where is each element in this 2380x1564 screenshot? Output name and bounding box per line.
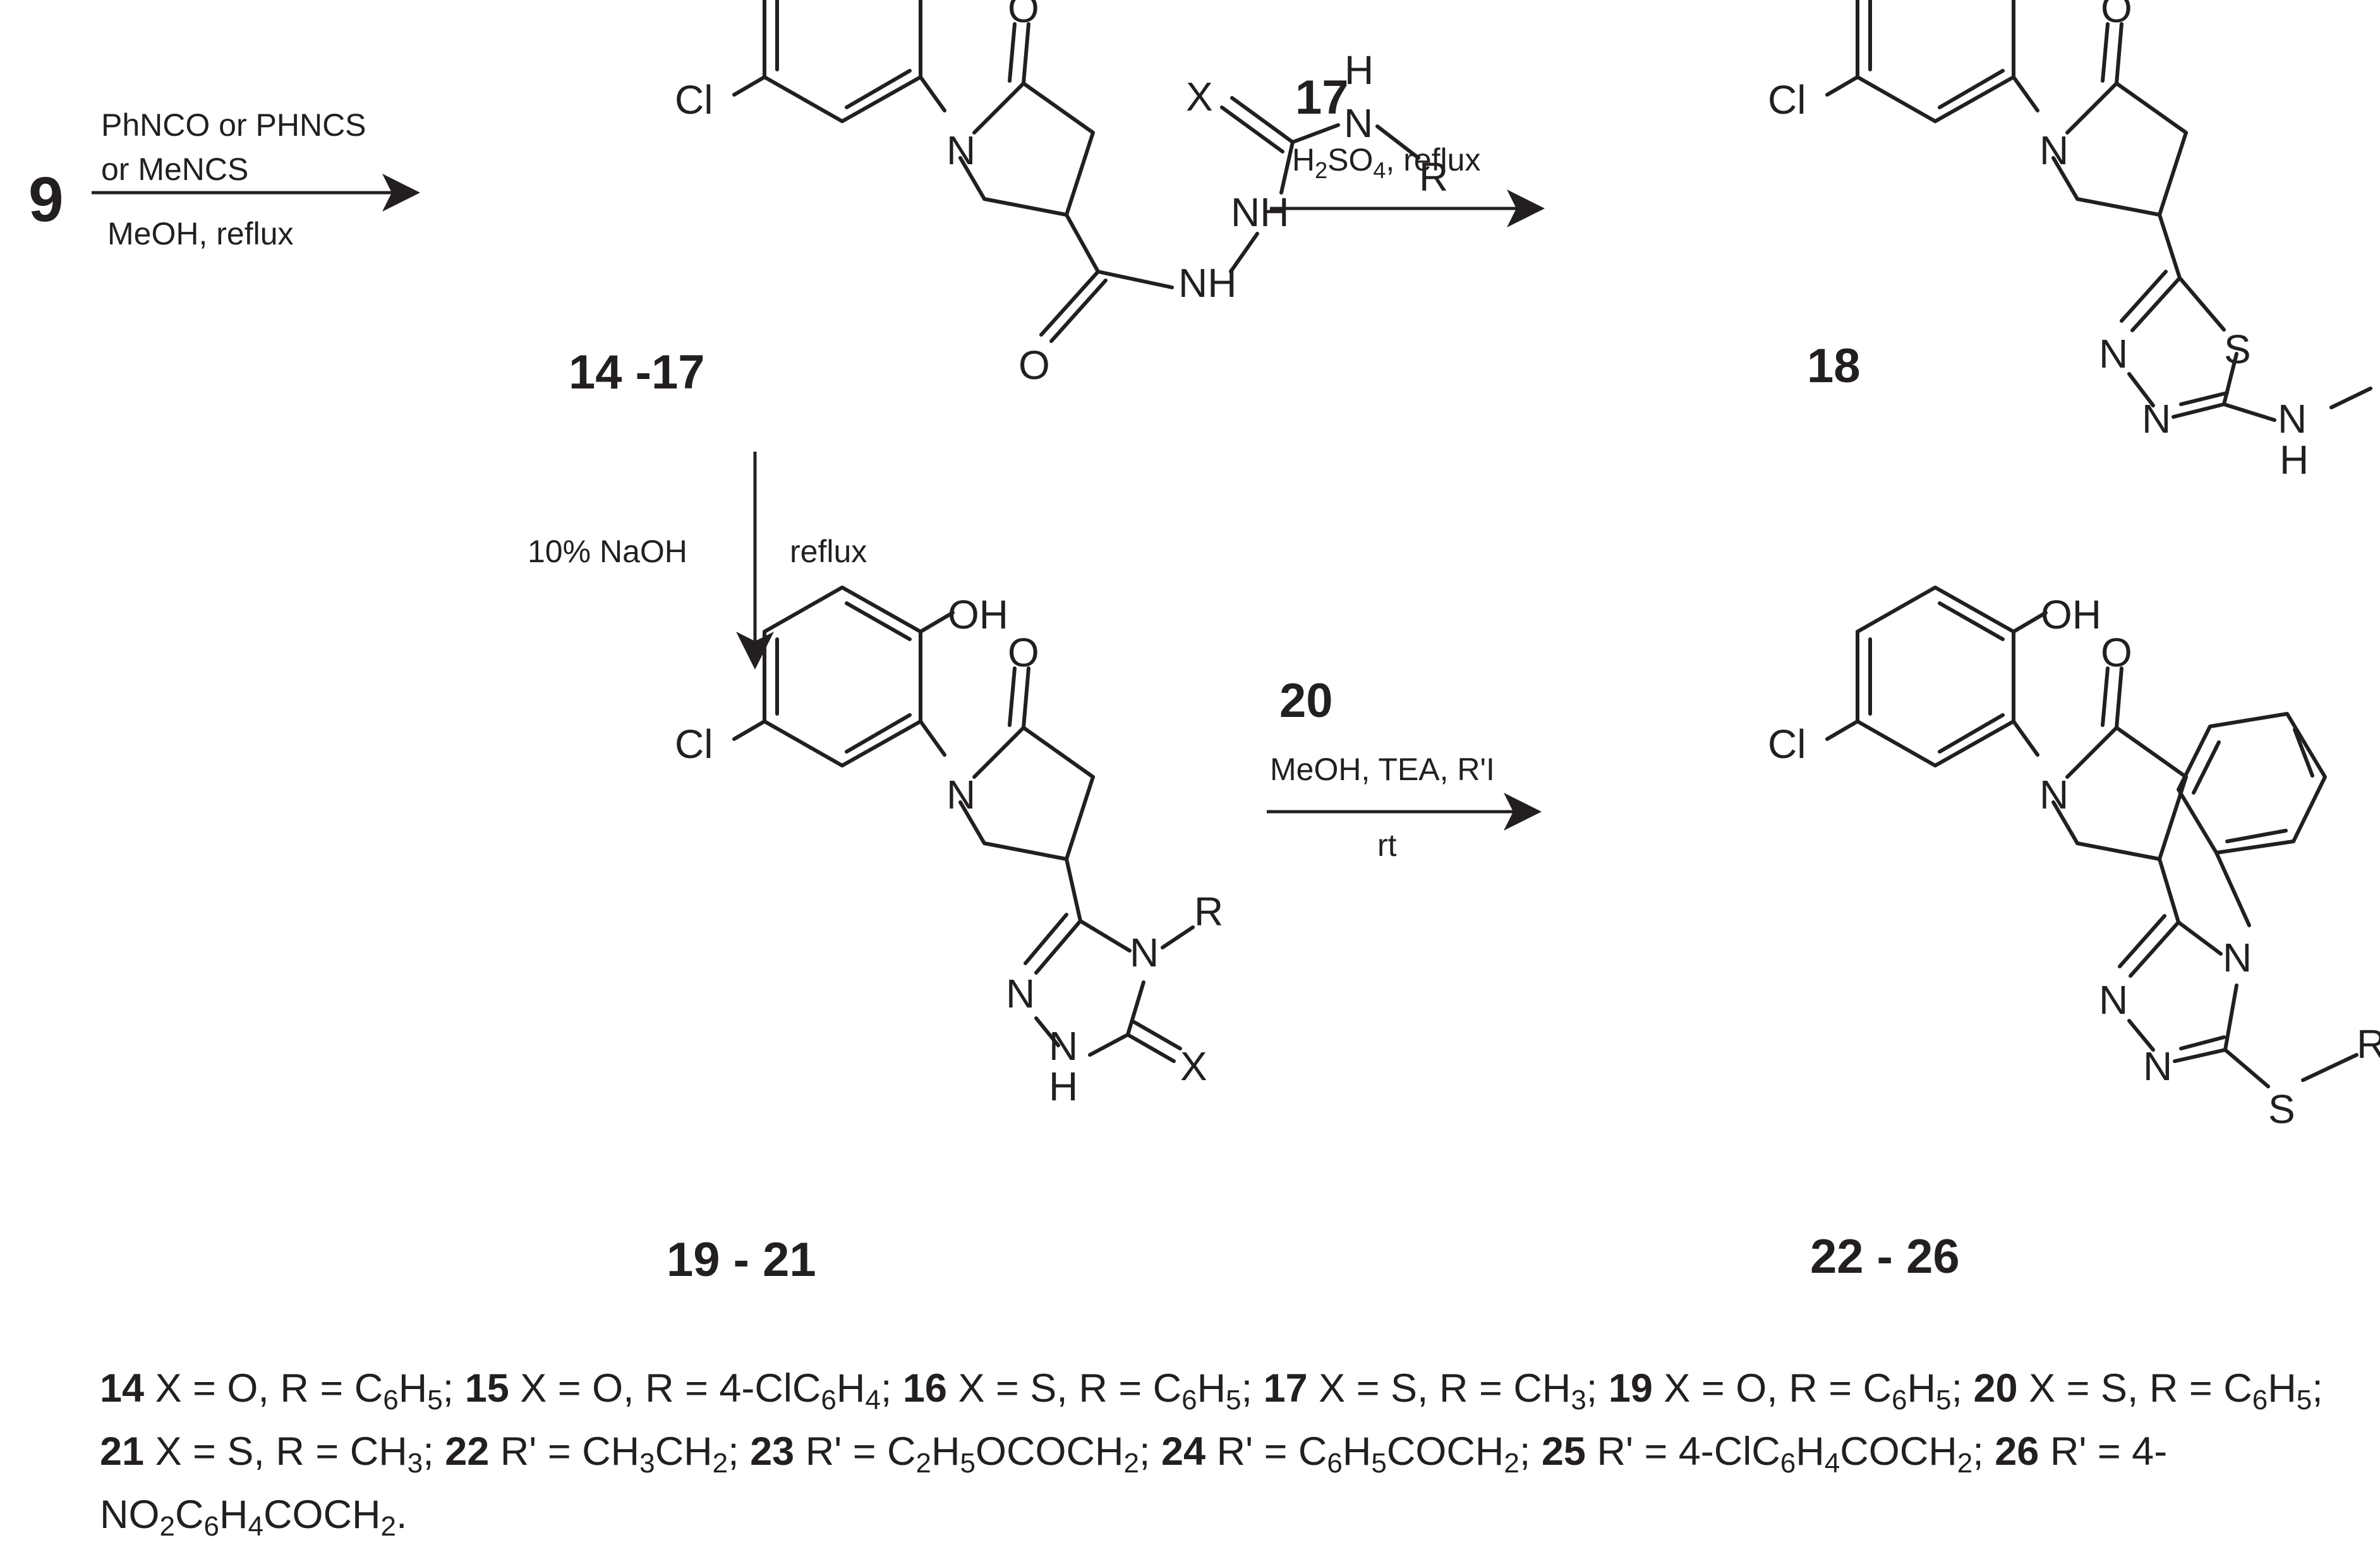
compound-label-19-21: 19 - 21 [667, 1233, 816, 1287]
compound-number: 22 [445, 1429, 490, 1474]
structure-18: OH O Cl N S N N N H [1768, 0, 2372, 483]
compound-number: 20 [1973, 1366, 2018, 1411]
cl-label: Cl [675, 721, 713, 767]
reaction2-reagent: 17 [1295, 71, 1349, 124]
cl-label: Cl [1768, 721, 1806, 767]
o-label: O [1008, 630, 1039, 675]
reaction2-condition: H2SO4, reflux [1292, 142, 1480, 183]
compound-label-18: 18 [1807, 339, 1861, 393]
h-label: H [2280, 437, 2309, 483]
nh-label: NH [1178, 260, 1236, 306]
compound-number: 17 [1263, 1366, 1308, 1411]
cl-label: Cl [1768, 77, 1806, 123]
nh-label: N [1049, 1023, 1078, 1069]
n-label: N [2039, 128, 2069, 173]
compound-number: 14 [100, 1366, 145, 1411]
structure-19-21: OH O Cl N N R N N H X [675, 587, 1223, 1109]
compound-number: 15 [464, 1366, 509, 1411]
n-label: N [1006, 971, 1035, 1016]
n-label: N [2223, 935, 2252, 980]
n-label: N [2143, 1044, 2172, 1089]
r-label: R [1194, 889, 1223, 934]
compound-label-14-17: 14 -17 [569, 346, 705, 399]
o-label: O [1008, 0, 1039, 31]
reaction1-condition-1: PhNCO or PHNCS [101, 107, 366, 143]
h-label: H [1344, 47, 1374, 93]
start-compound-label: 9 [28, 164, 64, 235]
n-label: N [2039, 772, 2069, 817]
compound-label-22-26: 22 - 26 [1810, 1230, 1960, 1284]
o-label: O [2101, 0, 2132, 31]
reaction3-condition-left: 10% NaOH [528, 534, 687, 569]
n-label: N [2142, 396, 2171, 442]
s-label: S [2268, 1086, 2295, 1132]
cl-label: Cl [675, 77, 713, 123]
r-prime-label: R' [2357, 1021, 2380, 1067]
compound-number: 26 [1995, 1429, 2039, 1474]
compound-number: 19 [1608, 1366, 1653, 1411]
compound-definitions: 14 X = O, R = C6H5; 15 X = O, R = 4-ClC6… [100, 1357, 2324, 1546]
n-label: N [2099, 977, 2128, 1023]
s-label: S [2224, 327, 2251, 372]
oh-label: OH [948, 592, 1008, 637]
compound-number: 16 [902, 1366, 947, 1411]
reaction4-reagent: 20 [1279, 674, 1333, 728]
reaction2-acid: H [1292, 142, 1315, 177]
n-label: N [946, 772, 976, 817]
x-label: X [1186, 74, 1213, 119]
structure-22-26: OH O Cl N N N N S R' [1768, 587, 2380, 1132]
oh-label: OH [2041, 592, 2101, 637]
reaction3-condition-right: reflux [790, 534, 867, 569]
x-label: X [1180, 1044, 1207, 1089]
r-label: R [1419, 154, 1448, 200]
reaction4-condition-1: MeOH, TEA, R'I [1270, 752, 1495, 787]
o-label: O [1018, 342, 1050, 388]
n-label: N [946, 128, 976, 173]
compound-number: 23 [750, 1429, 795, 1474]
footnote-text: 14 X = O, R = C6H5; 15 X = O, R = 4-ClC6… [100, 1366, 2323, 1542]
compound-number: 21 [100, 1429, 145, 1474]
h-label: H [1049, 1064, 1078, 1109]
n-label: N [1130, 930, 1159, 975]
compound-number: 24 [1161, 1429, 1206, 1474]
n-label: N [2099, 331, 2128, 376]
reaction4-condition-2: rt [1377, 827, 1397, 863]
n-label: N [2278, 396, 2307, 442]
structure-14-17: OH O Cl N O NH NH X N H R [675, 0, 1448, 388]
nh-label: NH [1231, 189, 1289, 235]
reaction1-condition-3: MeOH, reflux [107, 216, 294, 251]
o-label: O [2101, 630, 2132, 675]
reaction1-condition-2: or MeNCS [101, 152, 248, 187]
n-label: N [1344, 100, 1373, 146]
compound-number: 25 [1541, 1429, 1586, 1474]
